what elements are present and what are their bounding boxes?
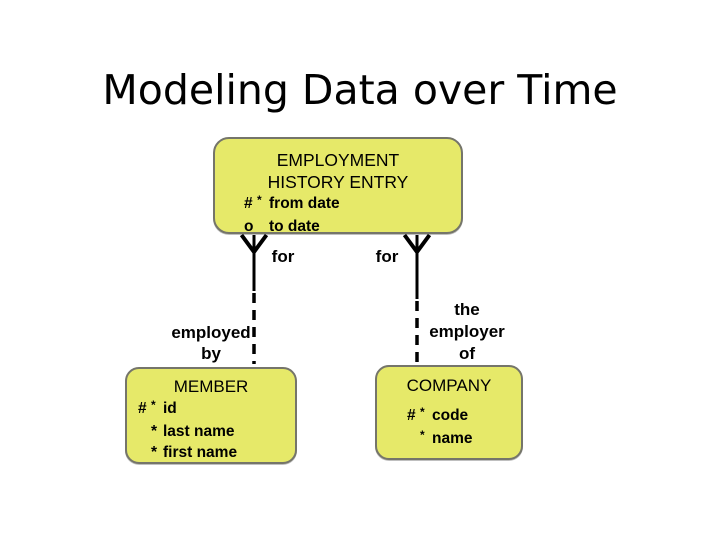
attribute-label: to date: [269, 217, 320, 235]
relationship-label-for-left: for: [271, 247, 295, 266]
label-line: employed: [171, 323, 251, 342]
relationship-label-employed-by: employed by: [151, 322, 271, 364]
attribute-label: code: [432, 407, 469, 424]
entity-name-line2: HISTORY ENTRY: [267, 172, 409, 192]
attribute-list: # * from date o to date: [215, 193, 461, 237]
attribute-list: # * id * last name * first name: [127, 398, 295, 464]
attribute-row-code: # * code: [407, 405, 521, 428]
mandatory-star-marker: *: [257, 193, 262, 207]
attribute-row-from-date: # * from date: [244, 193, 461, 216]
attribute-label: from date: [269, 195, 340, 212]
attribute-label: id: [163, 400, 177, 417]
attribute-row-to-date: o to date: [244, 216, 461, 238]
crows-foot-left-icon: [239, 233, 269, 254]
required-hash-marker: #: [244, 195, 253, 212]
label-line: employer: [429, 322, 505, 341]
entity-name: MEMBER: [173, 377, 249, 396]
attribute-row-name: * name: [407, 428, 521, 451]
attribute-list: # * code * name: [377, 405, 521, 450]
entity-member: MEMBER # * id * last name * first name: [125, 367, 297, 464]
mandatory-star-marker: *: [151, 444, 158, 461]
required-hash-marker: #: [407, 407, 416, 424]
connector-right: [402, 233, 432, 362]
entity-employment-history-entry: EMPLOYMENT HISTORY ENTRY # * from date o…: [213, 137, 463, 237]
entity-name: EMPLOYMENT HISTORY ENTRY: [215, 149, 461, 193]
optional-o-marker: o: [244, 217, 254, 235]
mandatory-star-marker: *: [420, 427, 425, 442]
label-line: by: [201, 344, 221, 363]
mandatory-star-marker: *: [151, 398, 156, 412]
attribute-row-first-name: * first name: [138, 442, 295, 464]
attribute-row-last-name: * last name: [138, 421, 295, 443]
attribute-row-id: # * id: [138, 398, 295, 421]
label-line: of: [458, 344, 476, 363]
connector-left: [239, 233, 269, 364]
slide-title: Modeling Data over Time: [102, 66, 618, 114]
attribute-label: last name: [163, 422, 235, 440]
entity-name-line1: EMPLOYMENT: [276, 150, 400, 170]
required-hash-marker: #: [138, 400, 147, 417]
attribute-label: first name: [163, 444, 238, 461]
entity-company: COMPANY # * code * name: [375, 365, 523, 460]
label-line: the: [454, 300, 480, 319]
attribute-label: name: [432, 429, 473, 447]
crows-foot-right-icon: [402, 233, 432, 254]
relationship-label-the-employer-of: the employer of: [407, 299, 527, 365]
entity-name: COMPANY: [406, 376, 492, 395]
relationship-label-for-right: for: [375, 247, 399, 266]
mandatory-star-marker: *: [420, 405, 425, 419]
mandatory-star-marker: *: [151, 422, 158, 440]
